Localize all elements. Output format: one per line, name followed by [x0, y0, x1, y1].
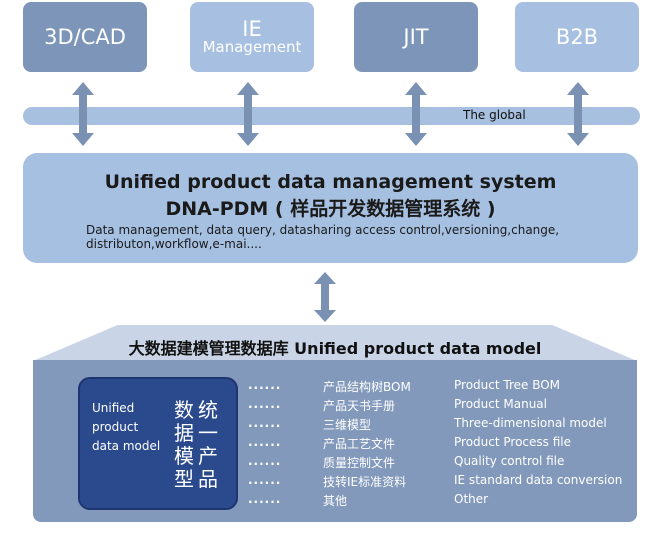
box-label: 3D/CAD — [44, 24, 126, 49]
item-zh: 产品结构树BOM — [323, 380, 411, 394]
system-title: Unified product data management system — [104, 171, 557, 193]
double-arrow-icon — [405, 82, 427, 146]
cn-char: 型 — [174, 467, 194, 491]
box-b2b: B2B — [515, 2, 639, 72]
item-zh: 产品工艺文件 — [323, 437, 396, 451]
dots: ...... — [248, 473, 282, 487]
dots: ...... — [248, 492, 282, 506]
system-description: Data management, data query, datasharing… — [86, 223, 560, 251]
double-arrow-icon — [237, 82, 259, 146]
cn-char: 一 — [198, 421, 218, 445]
item-zh: 其他 — [323, 494, 348, 508]
box-label: IE — [242, 17, 262, 42]
double-arrow-icon — [72, 82, 94, 146]
system-subtitle: DNA-PDM ( 样品开发数据管理系统 ) — [165, 198, 496, 220]
item-en: Other — [454, 492, 489, 506]
item-en: Product Manual — [454, 397, 547, 411]
box-3d-cad: 3D/CAD — [23, 2, 147, 72]
box-sublabel: Management — [202, 38, 302, 57]
dots: ...... — [248, 435, 282, 449]
item-en: Quality control file — [454, 454, 565, 468]
box-label: JIT — [403, 24, 429, 49]
double-arrow-icon — [567, 82, 589, 146]
item-en: Product Process file — [454, 435, 571, 449]
cn-char: 品 — [198, 467, 218, 491]
item-en: IE standard data conversion — [454, 473, 623, 487]
box-jit: JIT — [354, 2, 478, 72]
database-header: 大数据建模管理数据库 Unified product data model — [33, 325, 637, 361]
model-en: Unified product data model — [92, 399, 160, 456]
cn-char: 模 — [174, 444, 194, 468]
dots: ...... — [248, 416, 282, 430]
model-cn-col2: 统一产品 — [198, 399, 220, 491]
double-arrow-icon — [314, 272, 336, 322]
global-label: The global — [463, 108, 526, 122]
cn-char: 产 — [198, 444, 218, 468]
cn-char: 统 — [198, 398, 218, 422]
item-en: Product Tree BOM — [454, 378, 561, 392]
model-en-line: product — [92, 420, 139, 434]
cn-char: 数 — [174, 398, 194, 422]
dots: ...... — [248, 397, 282, 411]
item-zh: 质量控制文件 — [323, 456, 396, 470]
item-zh: 技转IE标准资料 — [323, 475, 407, 489]
global-bar: The global — [23, 107, 640, 125]
model-en-line: data model — [92, 439, 161, 453]
pdm-system-box: Unified product data management system D… — [23, 153, 638, 263]
dots: ...... — [248, 454, 282, 468]
item-en: Three-dimensional model — [454, 416, 607, 430]
model-cn-col1: 数据模型 — [174, 399, 196, 491]
cn-char: 据 — [174, 421, 194, 445]
dots: ...... — [248, 378, 282, 392]
box-label: B2B — [555, 24, 599, 49]
unified-model-box: Unified product data model 数据模型 统一产品 — [78, 377, 238, 510]
item-zh: 产品天书手册 — [323, 399, 396, 413]
model-en-line: Unified — [92, 401, 135, 415]
database-title: 大数据建模管理数据库 Unified product data model — [128, 339, 542, 358]
item-zh: 三维模型 — [323, 418, 372, 432]
